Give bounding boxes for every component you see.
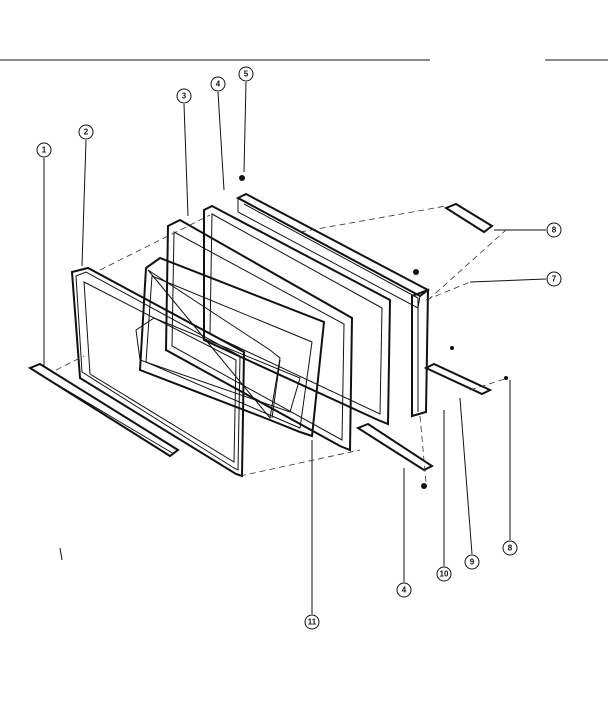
callout-label-3: 3 <box>182 92 187 101</box>
callout-4-bottom: 4 <box>396 582 412 598</box>
callout-label-2: 2 <box>84 128 89 137</box>
callout-label-8-bottom: 8 <box>508 544 513 553</box>
stray-mark <box>59 547 63 561</box>
part-door-liner <box>135 256 326 438</box>
callout-label-7: 7 <box>552 275 557 284</box>
part-top-rail <box>235 192 430 309</box>
callout-label-4-top: 4 <box>216 80 221 89</box>
callout-3: 3 <box>176 88 192 104</box>
callout-1: 1 <box>36 142 52 158</box>
callout-label-5: 5 <box>244 70 249 79</box>
part-rear-panel <box>203 204 392 426</box>
callout-label-1: 1 <box>42 146 47 155</box>
part-bottom-strip <box>27 362 180 458</box>
callout-11: 11 <box>304 614 320 630</box>
callout-label-8-top: 8 <box>552 226 557 235</box>
callout-2: 2 <box>78 124 94 140</box>
callout-5: 5 <box>238 66 254 82</box>
callout-label-9: 9 <box>470 558 475 567</box>
part-side-rail <box>411 288 430 418</box>
dashed-guides <box>55 205 509 483</box>
part-door-panel <box>164 218 354 452</box>
part-hinge-strip <box>423 362 493 396</box>
part-plug <box>239 175 508 489</box>
callout-4-top: 4 <box>210 76 226 92</box>
leader-lines <box>43 81 547 614</box>
part-bottom-rail <box>355 422 435 472</box>
callout-8-top: 8 <box>546 222 562 238</box>
part-handle-cap <box>443 202 494 234</box>
callout-9: 9 <box>464 554 480 570</box>
callout-8-bottom: 8 <box>502 540 518 556</box>
callout-label-11: 11 <box>308 618 317 627</box>
callout-7: 7 <box>546 271 562 287</box>
callout-label-10: 10 <box>440 570 449 579</box>
callout-label-4-bottom: 4 <box>402 586 407 595</box>
part-door-frame <box>70 266 246 478</box>
callout-10: 10 <box>436 566 452 582</box>
